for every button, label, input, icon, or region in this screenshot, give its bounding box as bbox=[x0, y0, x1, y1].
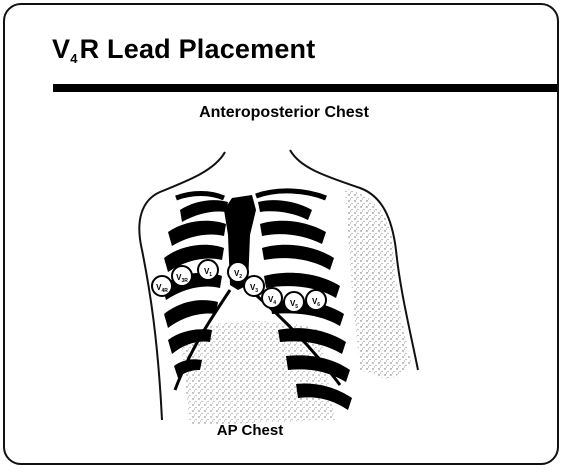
caption-text: AP Chest bbox=[217, 422, 283, 439]
electrode-v4r-sub: 4R bbox=[161, 288, 168, 294]
electrode-v2-sub: 2 bbox=[239, 274, 242, 280]
electrode-v6-sub: 6 bbox=[317, 302, 320, 308]
electrode-v3-sub: 3 bbox=[255, 288, 258, 294]
title-rest: R Lead Placement bbox=[80, 34, 316, 64]
right-clavicle bbox=[256, 191, 326, 198]
electrode-v5-sub: 5 bbox=[295, 304, 298, 310]
electrode-v1-sub: 1 bbox=[209, 272, 212, 278]
left-clavicle bbox=[176, 194, 224, 199]
slide-title: V4R Lead Placement bbox=[52, 34, 315, 66]
electrode-v3r: V3R bbox=[172, 266, 192, 286]
electrode-v3: V3 bbox=[244, 276, 264, 296]
electrode-v5: V5 bbox=[284, 292, 304, 312]
title-subscript: 4 bbox=[70, 51, 77, 66]
skin-shading bbox=[345, 188, 412, 380]
electrode-v3r-sub: 3R bbox=[181, 278, 188, 284]
electrode-v4r: V4R bbox=[152, 276, 172, 296]
electrode-v2: V2 bbox=[228, 262, 248, 282]
electrode-v4: V4 bbox=[262, 288, 282, 308]
electrode-v1: V1 bbox=[198, 260, 218, 280]
figure-caption: AP Chest bbox=[0, 422, 500, 439]
title-letter: V bbox=[52, 34, 70, 64]
subtitle: Anteroposterior Chest bbox=[0, 104, 568, 122]
electrode-v6: V6 bbox=[306, 290, 326, 310]
title-underline bbox=[53, 84, 557, 92]
chest-illustration: V4R V3R V1 V2 V3 V4 V5 V6 bbox=[120, 140, 450, 430]
electrode-v4-sub: 4 bbox=[273, 300, 276, 306]
